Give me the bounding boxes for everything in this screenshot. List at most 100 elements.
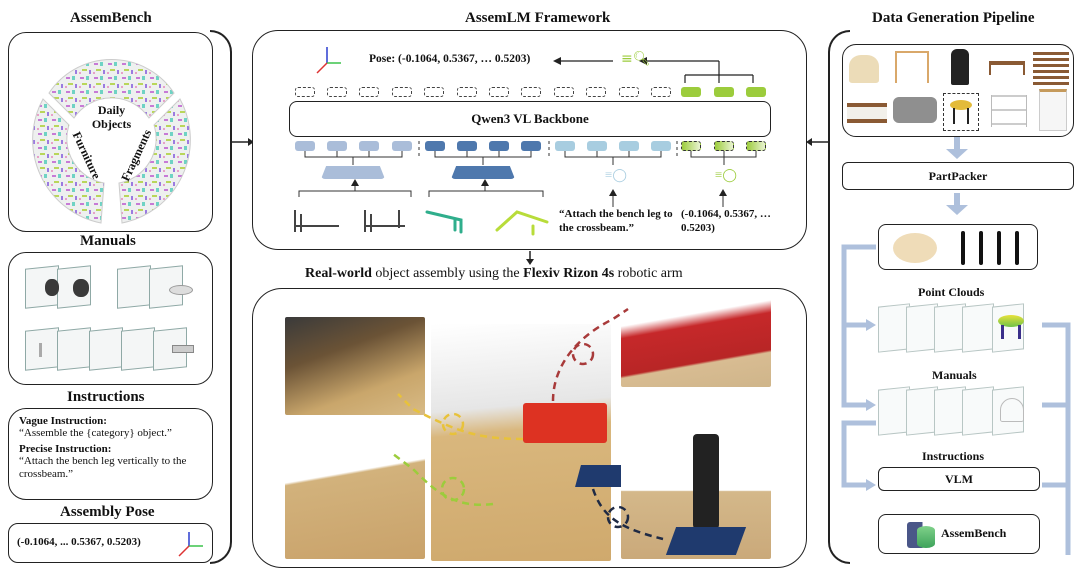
bowl-icon xyxy=(169,285,193,295)
stool-leg-part xyxy=(1015,231,1019,265)
framework-box: Pose: (-0.1064, 0.5367, … 0.5203) ≡🔍︎ Qw… xyxy=(252,30,807,250)
input-token-text xyxy=(587,141,607,151)
dataset-ring-graphic xyxy=(32,59,191,224)
text-input-sample: “Attach the bench leg to the crossbeam.” xyxy=(559,208,673,234)
furniture-gallery-box xyxy=(842,44,1074,137)
furniture-office-chair xyxy=(951,49,969,85)
caption-part: Real-world xyxy=(305,266,372,281)
instructions-title: Instructions xyxy=(67,389,145,405)
axes-icon xyxy=(316,47,341,74)
input-token-text xyxy=(555,141,575,151)
realworld-box xyxy=(252,288,807,568)
text-query-icon: ≡◯ xyxy=(605,167,627,182)
pointcloud-frame xyxy=(962,303,994,353)
manual-stool-sketch xyxy=(1000,398,1024,422)
manual-page xyxy=(121,327,155,371)
robot-arm-icon xyxy=(693,434,719,529)
manuals-title: Manuals xyxy=(80,233,136,249)
output-token-empty xyxy=(521,87,541,97)
assembench-output-label: AssemBench xyxy=(941,526,1007,540)
caption-part: Flexiv Rizon 4s xyxy=(523,266,615,281)
output-token-empty xyxy=(489,87,509,97)
manual-page xyxy=(25,327,59,371)
bench-icon xyxy=(172,345,194,353)
output-token-empty xyxy=(554,87,574,97)
instructions-box: Vague Instruction: “Assemble the {catego… xyxy=(8,408,213,500)
query-icon: ≡🔍︎ xyxy=(621,51,651,67)
vase-icon xyxy=(45,279,59,296)
task-trajectory-arrows xyxy=(392,307,664,541)
manual-page xyxy=(117,265,151,309)
encoder-connectors xyxy=(298,141,757,207)
stool-seat-part xyxy=(893,233,937,263)
axes-icon xyxy=(178,532,203,557)
instructions-label: Instructions xyxy=(922,449,985,463)
assembly-pose-box: (-0.1064, ... 0.5367, 0.5203) xyxy=(8,523,213,563)
vlm-box: VLM xyxy=(878,467,1040,491)
photo-charging-task xyxy=(285,317,425,415)
pose-arrows xyxy=(553,57,754,83)
selected-stool-frame[interactable] xyxy=(943,93,979,131)
furniture-stool xyxy=(950,100,972,110)
output-token-empty xyxy=(457,87,477,97)
pointcloud-stool-legs xyxy=(1001,325,1021,339)
input-token-text xyxy=(651,141,671,151)
arrow-right-icon xyxy=(230,138,254,146)
manual-page xyxy=(89,327,123,371)
pointcloud-stool xyxy=(998,315,1024,327)
output-token-pose xyxy=(681,87,701,97)
stool-leg-part xyxy=(979,231,983,265)
stool-legs xyxy=(953,108,969,124)
input-token-manual xyxy=(295,141,315,151)
output-token-empty xyxy=(651,87,671,97)
manuals-box xyxy=(8,252,213,385)
pose-output-text: Pose: (-0.1064, 0.5367, … 0.5203) xyxy=(369,53,531,65)
input-token-pointcloud xyxy=(521,141,541,151)
input-token-manual xyxy=(327,141,347,151)
manuals-label: Manuals xyxy=(932,368,977,382)
input-token-pointcloud xyxy=(425,141,445,151)
bench-manual-images xyxy=(294,210,405,232)
input-token-pose xyxy=(681,141,701,151)
furniture-garden-bench xyxy=(1033,51,1069,85)
precise-instruction-text: “Attach the bench leg vertically to the … xyxy=(19,455,187,480)
stool-leg-part xyxy=(961,231,965,265)
output-token-empty xyxy=(619,87,639,97)
pose-value: (-0.1064, ... 0.5367, 0.5203) xyxy=(17,536,141,548)
photo-flower-task xyxy=(285,444,425,559)
point-clouds-label: Point Clouds xyxy=(918,285,985,299)
input-token-pose xyxy=(714,141,734,151)
furniture-cabinet xyxy=(1039,89,1067,131)
assembench-title: AssemBench xyxy=(70,10,152,26)
output-token-pose xyxy=(746,87,766,97)
dataset-ring-box: Daily Objects Furniture Fragments xyxy=(8,32,213,232)
backbone-label: Qwen3 VL Backbone xyxy=(471,111,589,126)
input-token-pointcloud xyxy=(457,141,477,151)
input-token-text xyxy=(619,141,639,151)
output-token-empty xyxy=(586,87,606,97)
pipeline-arrows xyxy=(841,137,1071,555)
bench-part-icon xyxy=(39,343,42,357)
furniture-bench xyxy=(989,61,1025,75)
caption-part: object assembly using the xyxy=(371,266,524,281)
photo-cans-task xyxy=(621,289,771,387)
manual-encoder xyxy=(321,166,385,179)
pipeline-title: Data Generation Pipeline xyxy=(872,10,1035,26)
partpacker-box: PartPacker xyxy=(842,162,1074,190)
pointcloud-encoder xyxy=(451,166,515,179)
manual-frame xyxy=(962,386,994,436)
input-token-pointcloud xyxy=(489,141,509,151)
output-token-empty xyxy=(359,87,379,97)
ring-label-daily-objects: Daily Objects xyxy=(91,103,132,131)
furniture-shelf xyxy=(991,95,1027,127)
assembench-output-box: AssemBench xyxy=(878,514,1040,554)
precise-instruction-label: Precise Instruction: xyxy=(19,443,112,455)
vague-instruction-text: “Assemble the {category} object.” xyxy=(19,427,172,439)
manual-page xyxy=(57,327,91,371)
stool-leg-part xyxy=(997,231,1001,265)
bench-pointcloud-images xyxy=(425,210,549,236)
database-cylinder xyxy=(917,526,935,548)
assembly-pose-title: Assembly Pose xyxy=(60,504,155,520)
caption-part: robotic arm xyxy=(614,266,683,281)
vague-instruction-label: Vague Instruction: xyxy=(19,415,107,427)
